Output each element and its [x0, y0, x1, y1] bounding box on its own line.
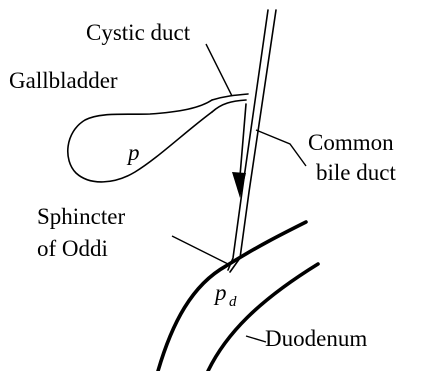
common-bile-duct [228, 10, 276, 272]
common-bile-duct-label-line1: Common [308, 130, 394, 155]
sphincter-label-line1: Sphincter [37, 204, 125, 229]
gallbladder [68, 100, 212, 182]
svg-text:d: d [229, 294, 237, 310]
duodenum-label: Duodenum [265, 326, 367, 351]
gallbladder-label: Gallbladder [9, 68, 118, 93]
duodenal-pressure-label: p d [213, 280, 237, 310]
duodenum-leader [246, 336, 266, 342]
cystic-duct [212, 94, 248, 112]
common-bile-duct-label-line2: bile duct [316, 160, 396, 185]
cystic-duct-leader [206, 44, 232, 96]
sphincter-leader [172, 236, 228, 264]
svg-text:p: p [213, 280, 227, 305]
common-bile-duct-leader [256, 130, 306, 166]
sphincter-label-line2: of Oddi [37, 236, 108, 261]
cystic-duct-label: Cystic duct [86, 20, 191, 45]
gallbladder-pressure-label: p [126, 140, 140, 165]
